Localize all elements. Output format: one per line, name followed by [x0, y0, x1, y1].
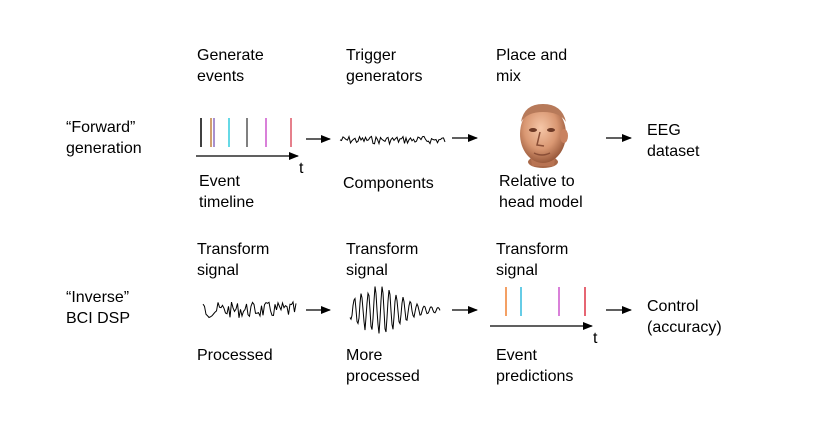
- inverse-event-markers: [505, 287, 586, 316]
- processed-waveform: [202, 300, 297, 319]
- control-accuracy-label: Control (accuracy): [647, 298, 722, 336]
- eeg-dataset-label: EEG dataset: [647, 122, 700, 160]
- forward-row-label: “Forward” generation: [66, 119, 142, 157]
- forward-event-markers: [200, 118, 292, 147]
- inverse-row-label: “Inverse” BCI DSP: [66, 289, 131, 327]
- generate-events-label: Generate events: [197, 47, 264, 85]
- place-and-mix-label: Place and mix: [496, 47, 568, 85]
- more-processed-label: More processed: [346, 347, 420, 385]
- event-predictions-timeline: t: [490, 287, 598, 347]
- trigger-generators-label: Trigger generators: [346, 47, 423, 85]
- transform-signal-label-3: Transform signal: [496, 241, 569, 279]
- more-processed-waveform: [349, 286, 441, 334]
- transform-signal-label-1: Transform signal: [197, 241, 270, 279]
- forward-axis-t-label: t: [299, 160, 304, 177]
- components-waveform: [339, 135, 446, 146]
- processed-label: Processed: [197, 347, 273, 364]
- event-timeline-label: Event timeline: [199, 173, 255, 211]
- inverse-axis-t-label: t: [593, 330, 598, 347]
- head-model-icon: [520, 104, 568, 168]
- components-label: Components: [343, 175, 434, 192]
- event-predictions-label: Event predictions: [496, 347, 574, 385]
- relative-to-head-model-label: Relative to head model: [499, 173, 583, 211]
- forward-event-timeline: t: [196, 118, 304, 177]
- transform-signal-label-2: Transform signal: [346, 241, 419, 279]
